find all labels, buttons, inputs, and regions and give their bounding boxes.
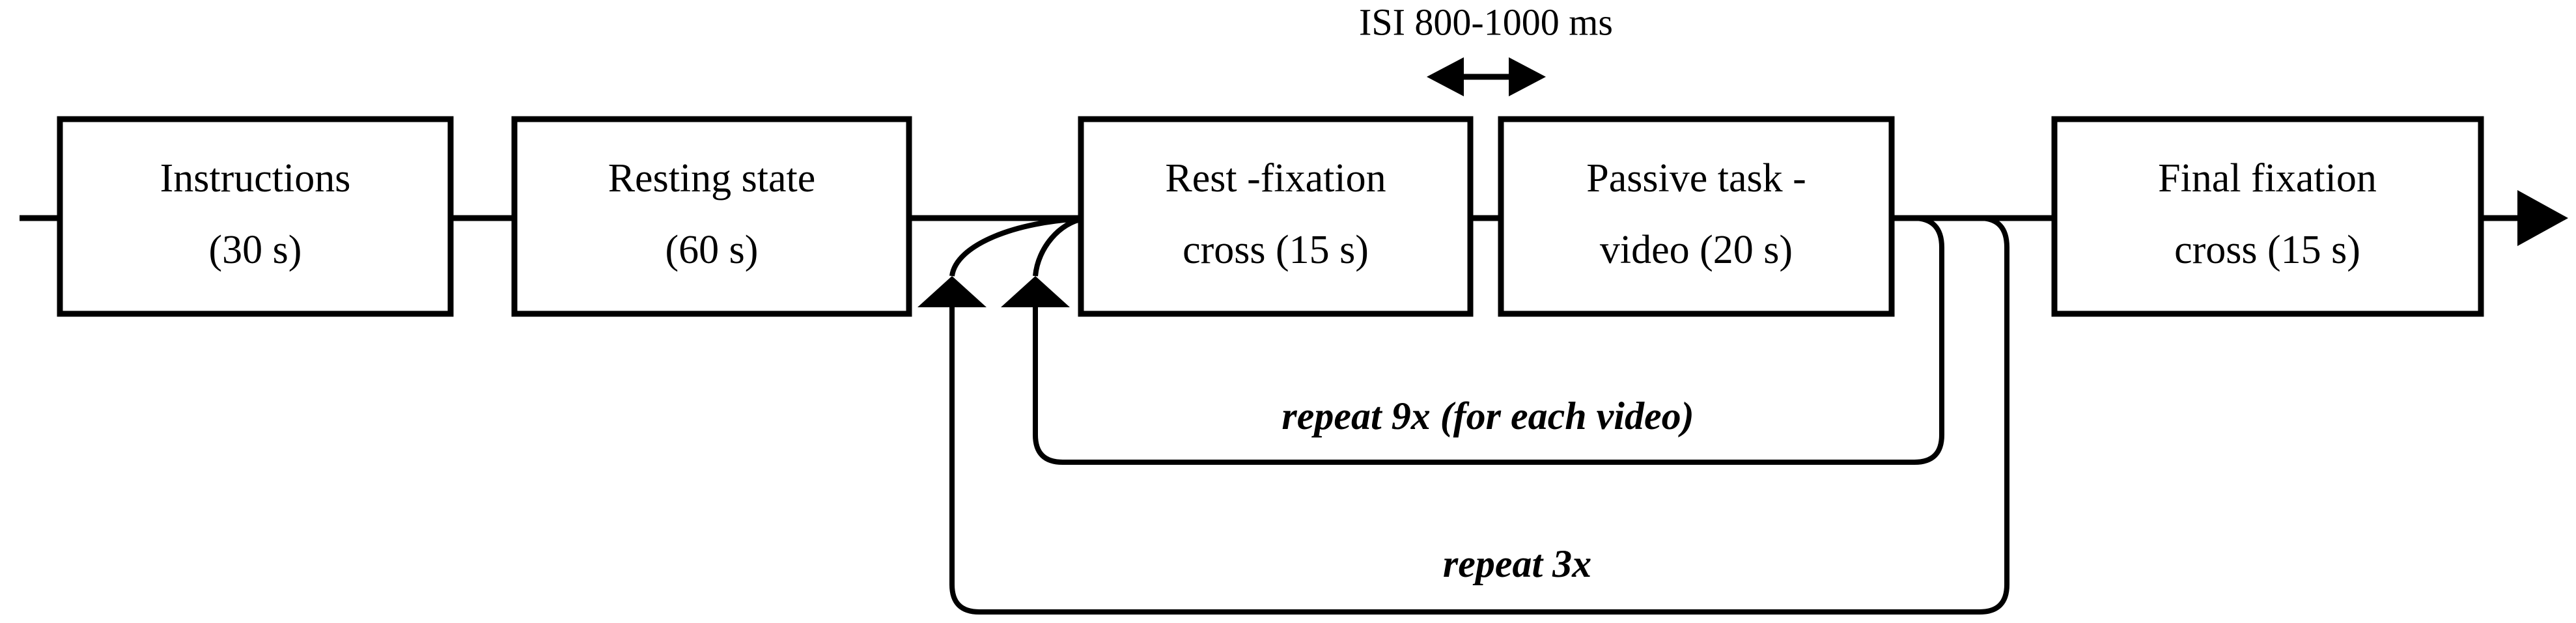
exit-arrowhead-icon: [2517, 190, 2568, 246]
stage-rest-fixation-line2: cross (15 s): [1183, 228, 1369, 272]
stage-rest-fixation-line1: Rest -fixation: [1165, 156, 1386, 201]
stage-box-final-fixation-cross-rect: [2051, 116, 2484, 317]
stage-box-resting-state[interactable]: Resting state (60 s): [511, 116, 912, 317]
stage-passive-task-line2: video (20 s): [1600, 228, 1793, 272]
loop-outer-repeat-3x: [917, 215, 2009, 615]
stage-box-rest-fixation-cross-rect: [1078, 116, 1474, 317]
isi-label: ISI 800-1000 ms: [1359, 1, 1613, 43]
stage-passive-task-line1: Passive task -: [1586, 156, 1806, 201]
repeat-3x-label: repeat 3x: [1443, 542, 1591, 585]
stage-instructions-line2: (30 s): [209, 228, 302, 272]
stage-resting-state-line2: (60 s): [665, 228, 759, 272]
inner-loop-path: [1033, 215, 1944, 465]
stage-final-fixation-line2: cross (15 s): [2174, 228, 2360, 272]
stage-final-fixation-line1: Final fixation: [2158, 156, 2377, 201]
inner-loop-merge-curve: [1033, 216, 1084, 277]
isi-arrowhead-left-icon: [1427, 57, 1464, 96]
stage-box-passive-task-video-rect: [1498, 116, 1895, 317]
outer-loop-arrowhead-icon: [917, 276, 987, 307]
stage-resting-state-line1: Resting state: [608, 156, 816, 201]
stage-instructions-line1: Instructions: [160, 156, 351, 201]
loop-merge-curves: [949, 216, 1084, 277]
loop-inner-repeat-9x: [1001, 215, 1944, 465]
stage-box-instructions-rect: [57, 116, 454, 317]
isi-arrowhead-right-icon: [1509, 57, 1546, 96]
stage-box-rest-fixation-cross[interactable]: Rest -fixation cross (15 s): [1078, 116, 1474, 317]
isi-arrow: [1427, 57, 1546, 96]
repeat-9x-label: repeat 9x (for each video): [1281, 395, 1694, 437]
stage-box-resting-state-rect: [511, 116, 912, 317]
stage-box-passive-task-video[interactable]: Passive task - video (20 s): [1498, 116, 1895, 317]
stage-box-instructions[interactable]: Instructions (30 s): [57, 116, 454, 317]
inner-loop-arrowhead-icon: [1001, 276, 1070, 307]
stage-box-final-fixation-cross[interactable]: Final fixation cross (15 s): [2051, 116, 2484, 317]
outer-loop-merge-curve: [949, 216, 1084, 277]
outer-loop-path: [949, 215, 2009, 615]
